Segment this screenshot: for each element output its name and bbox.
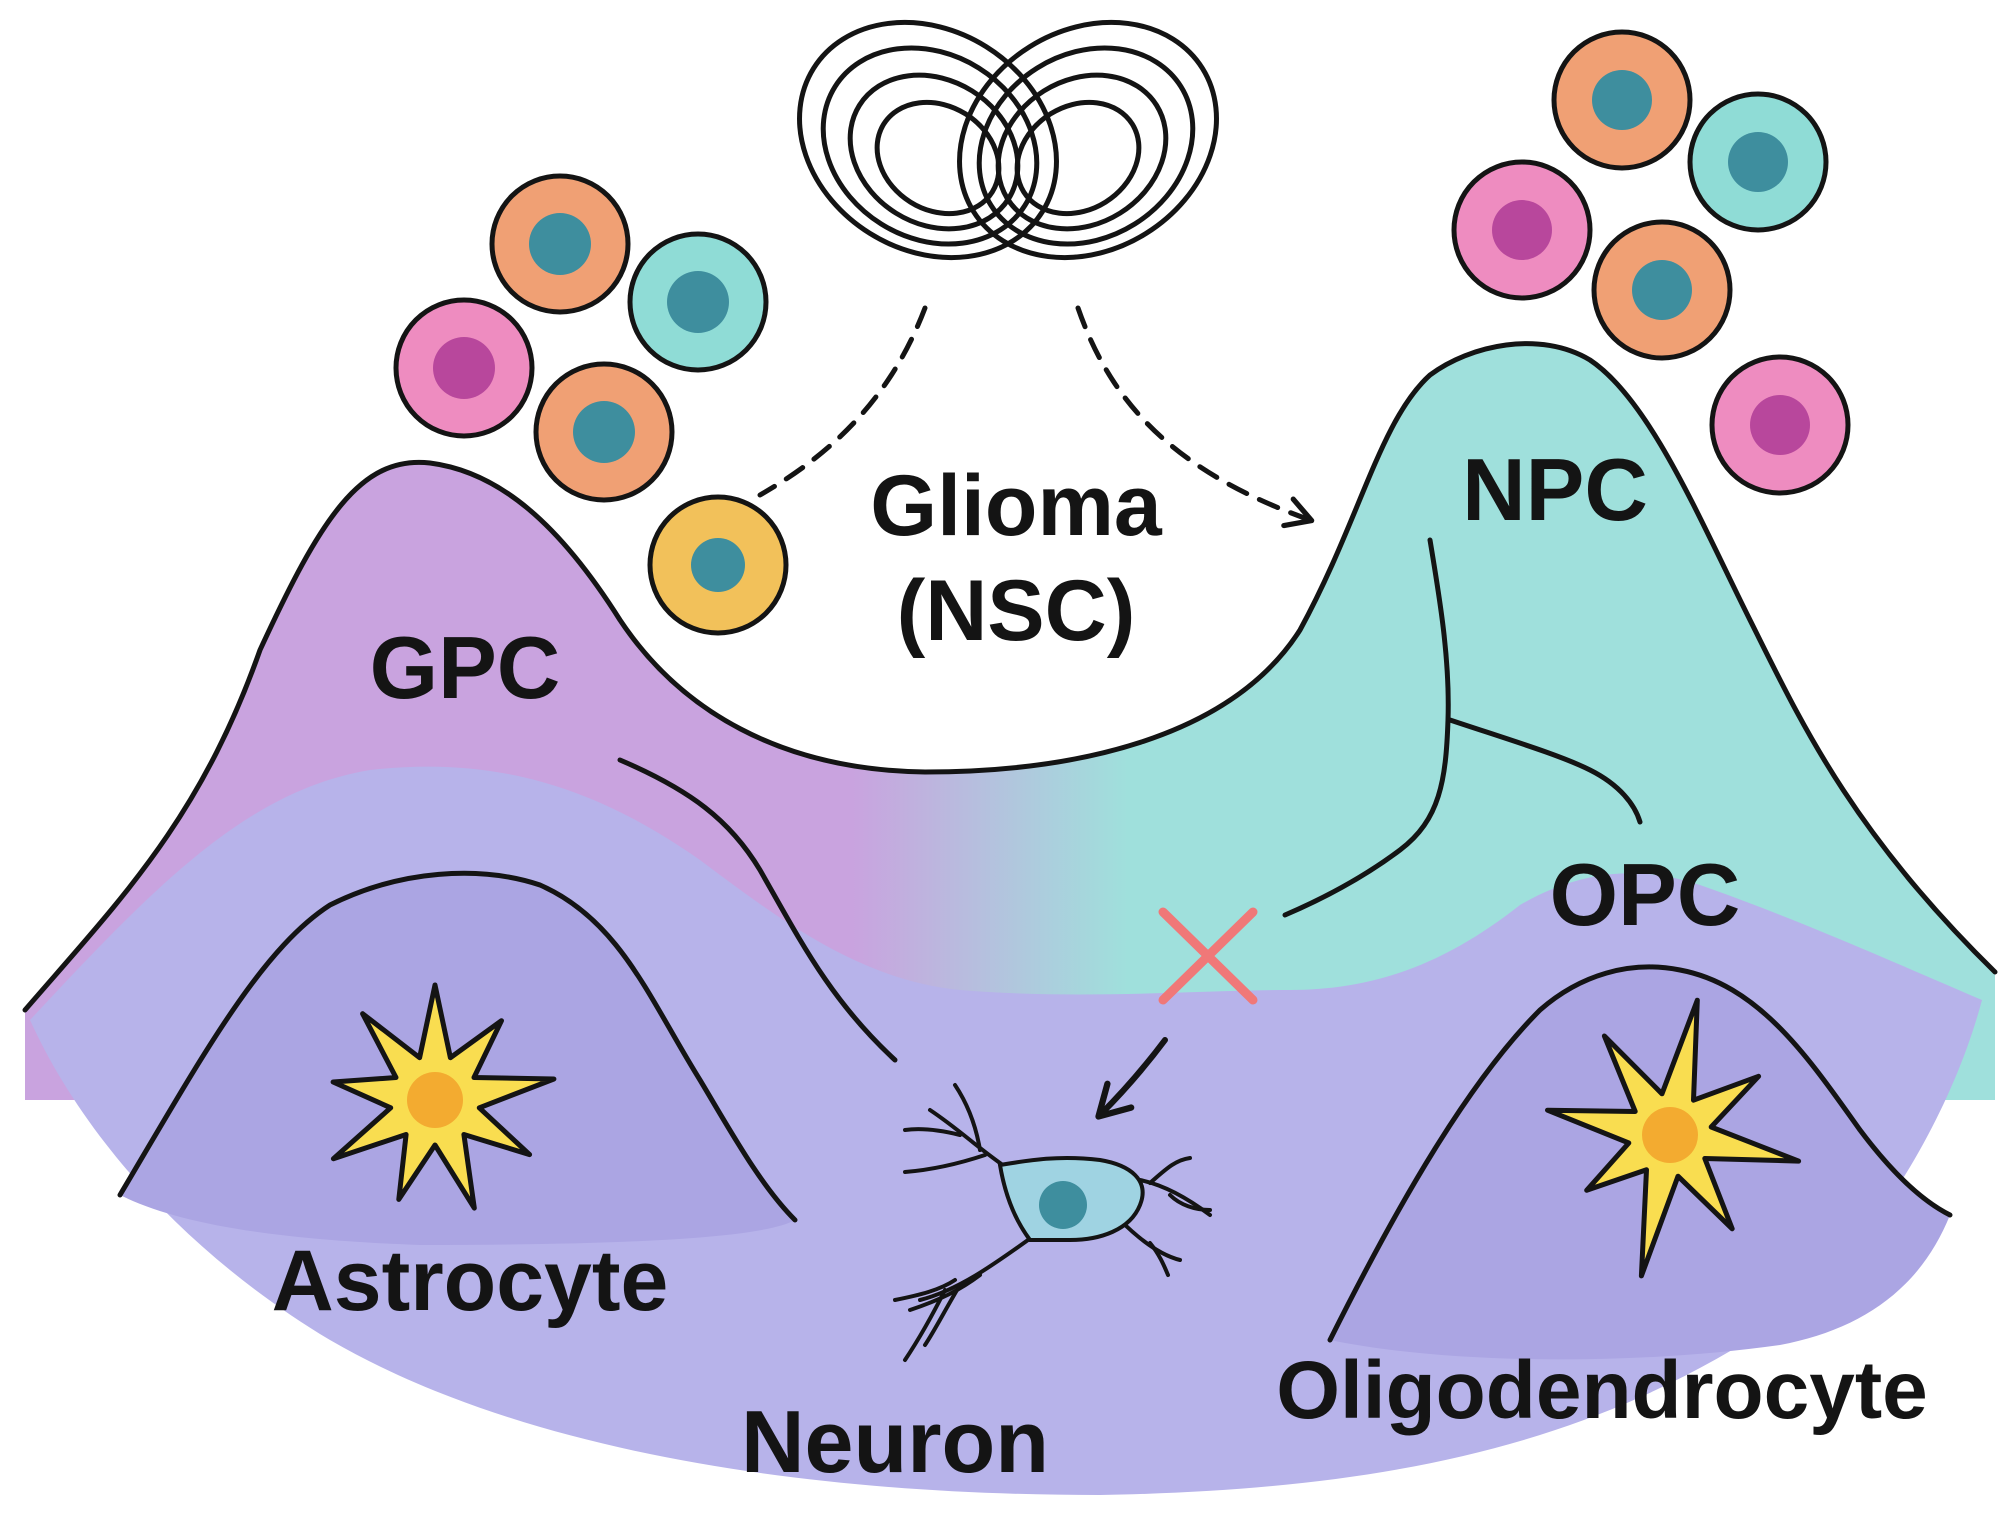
strange-attractor-icon <box>797 19 1219 261</box>
oligodendrocyte-label: Oligodendrocyte <box>1276 1345 1928 1436</box>
neuron-label: Neuron <box>741 1392 1049 1491</box>
right-cell-cluster <box>1451 29 1851 496</box>
cell-yellow <box>647 494 789 636</box>
opc-label: OPC <box>1550 845 1741 944</box>
x-mark-icon <box>1158 907 1258 1005</box>
gpc-label: GPC <box>370 618 561 717</box>
cell-orange <box>533 361 675 503</box>
glioma-label-line1: Glioma <box>870 458 1163 554</box>
oligodendrocyte-icon <box>1545 997 1802 1279</box>
glioma-to-gpc-dashed-arrow <box>757 305 928 498</box>
glioma-to-npc-dashed-arrow <box>1075 305 1315 529</box>
astrocyte-hill-outline <box>117 870 798 1223</box>
cell-cyan <box>627 231 769 373</box>
cell-orange <box>489 173 631 315</box>
astrocyte-icon <box>330 982 557 1211</box>
glioma-label-line2: (NSC) <box>897 563 1136 659</box>
npc-trunk-path <box>1282 537 1451 918</box>
gpc-to-neuron-path <box>617 757 898 1063</box>
cell-pink <box>1451 159 1593 301</box>
npc-to-neuron-arrow <box>1095 1037 1168 1120</box>
cell-cyan <box>1687 91 1829 233</box>
cell-orange <box>1591 219 1733 361</box>
left-cell-cluster <box>393 173 789 636</box>
cell-orange <box>1551 29 1693 171</box>
neuron-icon <box>893 1083 1212 1362</box>
cell-pink <box>1709 354 1851 496</box>
landscape-ridge <box>22 341 1998 1013</box>
npc-to-opc-path <box>1447 717 1643 825</box>
cell-pink <box>393 297 535 439</box>
oligodendrocyte-hill-outline <box>1327 964 1953 1343</box>
astrocyte-label: Astrocyte <box>272 1233 669 1329</box>
npc-label: NPC <box>1462 440 1648 539</box>
